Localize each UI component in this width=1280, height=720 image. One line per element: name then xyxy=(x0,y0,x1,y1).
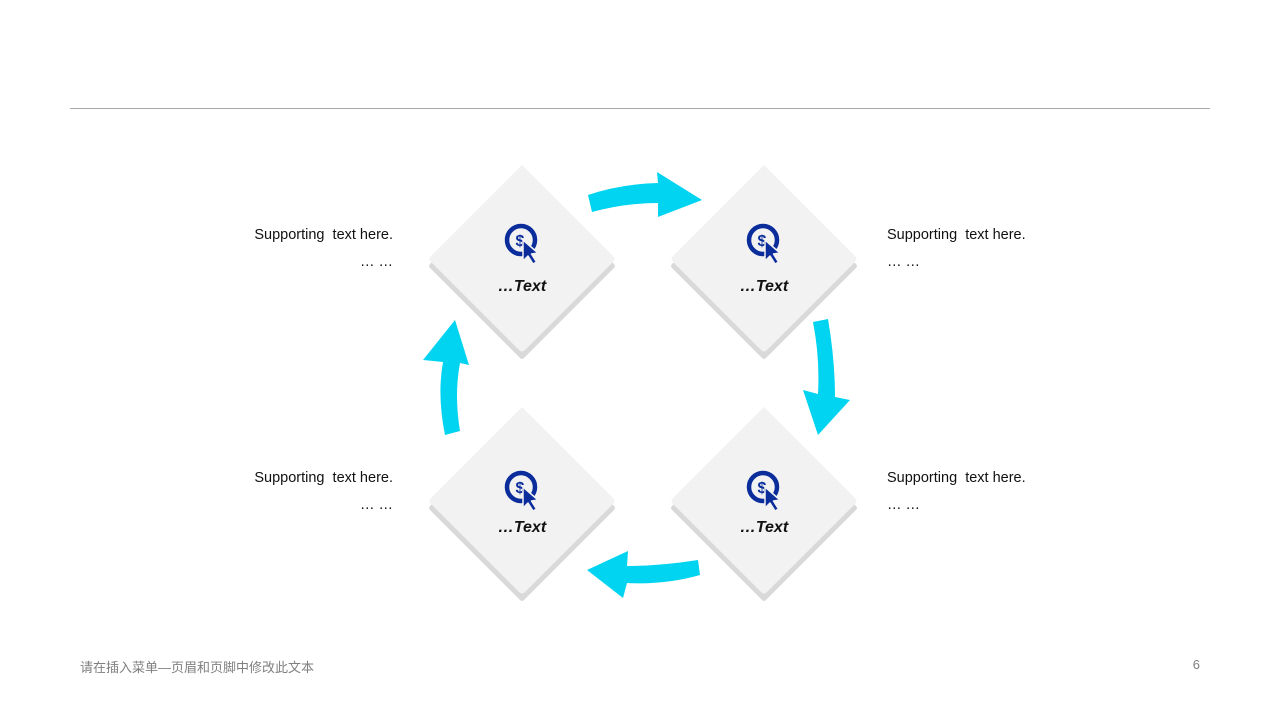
node-top-right xyxy=(671,165,857,359)
support-text-top-right: Supporting text here. … … xyxy=(887,222,1026,276)
node-bottom-right xyxy=(671,407,857,601)
support-line: Supporting text here. xyxy=(254,470,393,486)
support-dots: … … xyxy=(887,254,921,270)
support-line: Supporting text here. xyxy=(887,227,1026,243)
support-dots: … … xyxy=(887,497,921,513)
header-divider xyxy=(70,108,1210,109)
support-line: Supporting text here. xyxy=(254,227,393,243)
arrow-top xyxy=(588,172,702,217)
node-label-bottom-left: …Text xyxy=(497,519,547,536)
arrow-right xyxy=(803,319,850,435)
page-number: 6 xyxy=(1192,657,1200,672)
arrow-bottom xyxy=(587,551,700,598)
support-line: Supporting text here. xyxy=(887,470,1026,486)
support-text-top-left: Supporting text here. … … xyxy=(254,222,393,276)
footer-text: 请在插入菜单—页眉和页脚中修改此文本 xyxy=(80,660,315,675)
support-dots: … … xyxy=(359,254,393,270)
arrow-left xyxy=(423,320,469,435)
support-text-bottom-left: Supporting text here. … … xyxy=(254,465,393,519)
support-dots: … … xyxy=(359,497,393,513)
node-top-left xyxy=(429,165,615,359)
node-bottom-left xyxy=(429,407,615,601)
support-text-bottom-right: Supporting text here. … … xyxy=(887,465,1026,519)
node-label-top-left: …Text xyxy=(497,278,547,295)
node-label-bottom-right: …Text xyxy=(739,519,789,536)
node-label-top-right: …Text xyxy=(739,278,789,295)
